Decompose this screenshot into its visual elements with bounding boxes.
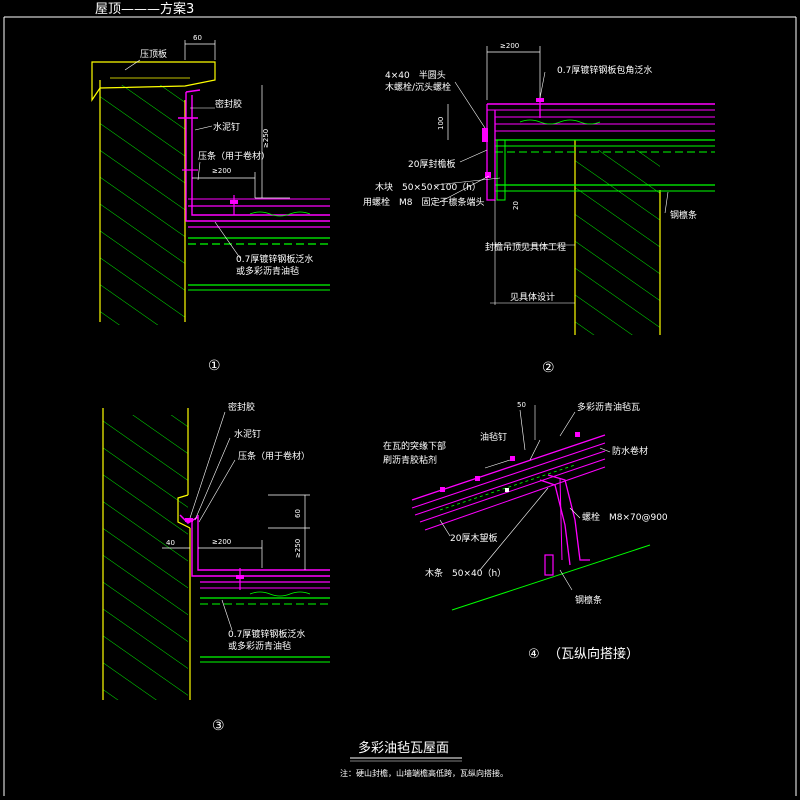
detail4-label-purlin: 钢檩条 xyxy=(575,594,602,606)
detail2-label-bolt: 用螺栓 M8 固定于檩条端头 xyxy=(363,196,485,208)
detail2-label-board: 20厚封檐板 xyxy=(408,158,455,170)
detail2-label-screw2: 木螺栓/沉头螺栓 xyxy=(385,81,451,93)
detail-4: 50 多彩沥青油毡瓦 油毡钉 防水卷材 在瓦的突缘下部 刷沥青胶粘剂 螺栓 M8… xyxy=(383,401,668,662)
detail3-dim-60: 60 xyxy=(294,509,302,518)
detail3-label-flash1: 0.7厚镀锌钢板泛水 xyxy=(228,628,305,640)
detail1-label-strip: 压条（用于卷材） xyxy=(198,150,270,162)
detail1-dim-250: ≥250 xyxy=(262,129,270,148)
detail2-dim-20: 20 xyxy=(512,201,520,210)
detail3-label-sealant: 密封胶 xyxy=(228,401,255,413)
detail4-number: ④ xyxy=(528,647,540,662)
detail4-label-waterproof: 防水卷材 xyxy=(612,445,648,457)
detail3-dim-40: 40 xyxy=(166,539,175,547)
detail3-label-nail: 水泥钉 xyxy=(234,428,261,440)
detail3-label-flash2: 或多彩沥青油毡 xyxy=(228,640,291,652)
detail4-dim-50: 50 xyxy=(517,401,526,409)
detail1-coping xyxy=(91,61,216,102)
detail2-dim-200: ≥200 xyxy=(500,42,519,50)
detail4-caption: （瓦纵向搭接） xyxy=(548,646,639,662)
detail3-dim-250: ≥250 xyxy=(294,539,302,558)
detail-1: 60 ≥250 ≥200 压顶板 密封胶 xyxy=(91,34,330,374)
detail1-label-sealant: 密封胶 xyxy=(215,98,242,110)
detail3-wall-hatch xyxy=(103,415,188,700)
detail2-dim-100: 100 xyxy=(437,117,445,130)
detail2-label-gutter: 封檐吊顶见具体工程 xyxy=(485,241,566,253)
detail3-dim-200: ≥200 xyxy=(212,538,231,546)
detail4-label-batten: 木条 50×40（h） xyxy=(425,567,506,579)
detail4-label-bolt: 螺栓 M8×70@900 xyxy=(582,511,668,523)
detail3-label-strip: 压条（用于卷材） xyxy=(238,450,310,462)
detail2-wall-hatch xyxy=(575,150,660,335)
detail4-label-glue1: 在瓦的突缘下部 xyxy=(383,440,446,452)
detail1-label-nail: 水泥钉 xyxy=(213,121,240,133)
detail2-label-design: 见具体设计 xyxy=(510,291,555,303)
detail1-label-flash1: 0.7厚镀锌钢板泛水 xyxy=(236,253,313,265)
detail2-label-purlin: 钢檩条 xyxy=(670,209,697,221)
detail-3: 60 ≥250 ≥200 40 密封胶 水泥钉 压条（用于卷材） 0.7厚镀锌钢… xyxy=(102,401,330,734)
detail1-label-coping: 压顶板 xyxy=(140,48,167,60)
detail1-dim-200: ≥200 xyxy=(212,167,231,175)
detail4-label-tile: 多彩沥青油毡瓦 xyxy=(577,401,640,413)
detail1-dim-60: 60 xyxy=(193,34,202,42)
detail-2: ≥200 100 20 4×40 半圆头 木螺栓/沉头螺栓 0.7厚镀锌钢板包角… xyxy=(363,42,715,376)
detail4-label-glue2: 刷沥青胶粘剂 xyxy=(383,454,437,466)
detail2-label-screw: 4×40 半圆头 xyxy=(385,69,446,81)
detail2-number: ② xyxy=(542,360,555,376)
detail3-number: ③ xyxy=(212,718,225,734)
detail4-label-nail: 油毡钉 xyxy=(480,431,507,443)
drawing-note: 注：硬山封檐，山墙端檐高低跨，瓦纵向搭接。 xyxy=(340,768,508,778)
drawing-subtitle: 多彩油毡瓦屋面 xyxy=(358,740,449,756)
detail1-number: ① xyxy=(208,358,221,374)
detail4-ground-line xyxy=(451,544,651,611)
detail1-wall-hatch xyxy=(100,85,185,325)
drawing-title: 屋顶———方案3 xyxy=(95,1,194,17)
detail4-label-board: 20厚木望板 xyxy=(450,532,497,544)
detail2-label-flash: 0.7厚镀锌钢板包角泛水 xyxy=(557,64,652,76)
detail2-label-block: 木块 50×50×100（h） xyxy=(375,181,481,193)
detail1-label-flash2: 或多彩沥青油毡 xyxy=(236,265,299,277)
